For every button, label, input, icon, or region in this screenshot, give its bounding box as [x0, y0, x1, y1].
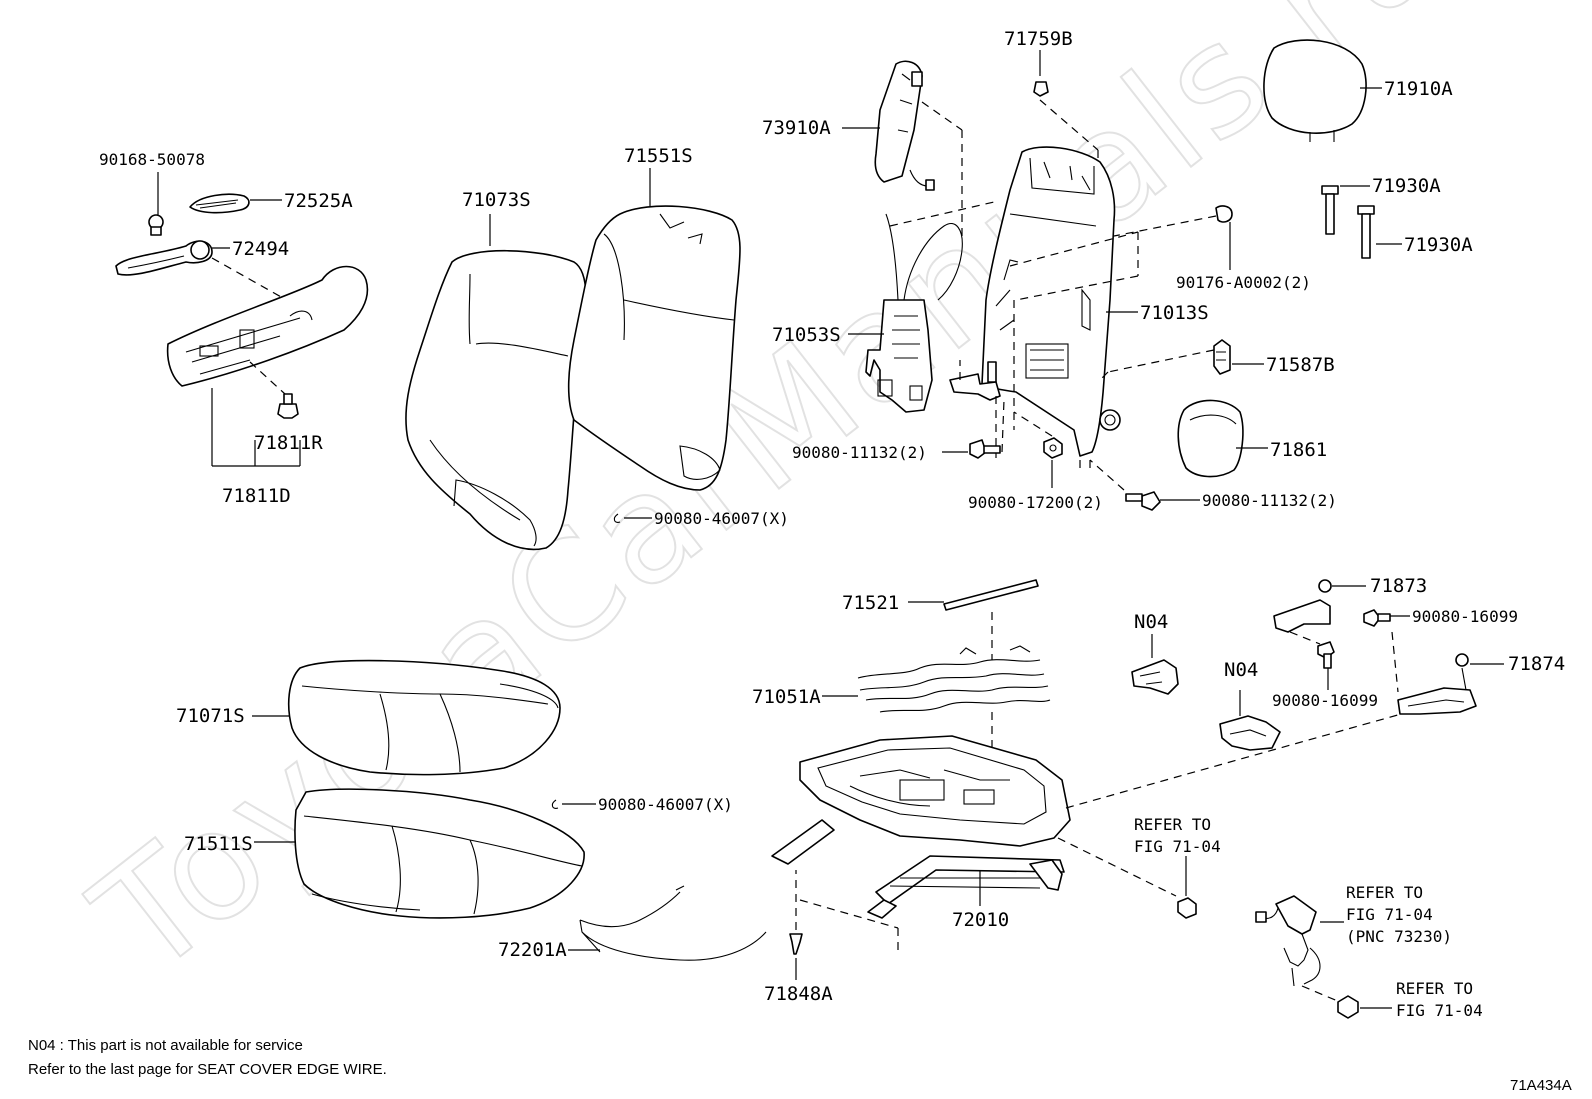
label-71759B: 71759B	[1004, 28, 1073, 50]
clip-90176-A0002	[1113, 205, 1233, 270]
part-labels: 90168-50078 72525A 72494 71811R 71811D 7…	[99, 28, 1565, 1020]
part-N04-b	[1219, 690, 1281, 751]
label-71071S: 71071S	[176, 705, 245, 727]
refer-3-line1: REFER TO	[1396, 979, 1473, 998]
bolt-90080-11132-left	[942, 399, 1005, 459]
label-71073S: 71073S	[462, 189, 531, 211]
spring-71051A	[822, 645, 1051, 790]
shield-71811D	[166, 265, 369, 467]
seatback-pad-71551S	[567, 168, 741, 491]
label-71013S: 71013S	[1140, 302, 1209, 324]
label-N04-b: N04	[1224, 659, 1258, 681]
label-90080-16099-b: 90080-16099	[1272, 691, 1378, 710]
refer-2-line1: REFER TO	[1346, 883, 1423, 902]
label-71511S: 71511S	[184, 833, 253, 855]
label-71910A: 71910A	[1384, 78, 1453, 100]
lever-72494	[115, 240, 291, 303]
seat-belt-buckle	[1255, 895, 1344, 1003]
label-N04-a: N04	[1134, 611, 1168, 633]
label-71930A-a: 71930A	[1372, 175, 1441, 197]
cover-71874	[1397, 653, 1504, 715]
label-90080-11132-right: 90080-11132(2)	[1202, 491, 1337, 510]
refer-2-line2: FIG 71-04	[1346, 905, 1433, 924]
label-73910A: 73910A	[762, 117, 831, 139]
label-71521: 71521	[842, 592, 899, 614]
edge-wire-71521	[908, 579, 1039, 660]
pad-71861	[1177, 399, 1268, 478]
part-N04-a	[1131, 634, 1179, 695]
label-71861: 71861	[1270, 439, 1327, 461]
label-71051A: 71051A	[752, 686, 821, 708]
nut-refer-1	[1177, 856, 1197, 919]
label-90080-16099-a: 90080-16099	[1412, 607, 1518, 626]
headrest-support-71930A-a	[1321, 185, 1370, 235]
refer-3-line2: FIG 71-04	[1396, 1001, 1483, 1020]
label-90080-46007-lower: 90080-46007(X)	[598, 795, 733, 814]
clip-71848A	[789, 870, 803, 980]
frame-71013S	[981, 146, 1139, 470]
headrest-71910A	[1263, 39, 1382, 142]
label-72010: 72010	[952, 909, 1009, 931]
seat-adjuster-72010	[771, 701, 1445, 952]
cover-71873	[1273, 579, 1366, 633]
label-71848A: 71848A	[764, 983, 833, 1005]
figure-code: 71A434A	[1510, 1077, 1572, 1094]
label-90080-17200: 90080-17200(2)	[968, 493, 1103, 512]
label-71811D: 71811D	[222, 485, 291, 507]
label-90168-50078: 90168-50078	[99, 150, 205, 169]
label-71551S: 71551S	[624, 145, 693, 167]
refer-1-line2: FIG 71-04	[1134, 837, 1221, 856]
label-71587B: 71587B	[1266, 354, 1335, 376]
knob-72525A	[189, 193, 282, 214]
label-90176-A0002: 90176-A0002(2)	[1176, 273, 1311, 292]
seatback-frame-group	[842, 50, 1264, 511]
airbag-73910A	[842, 60, 963, 236]
hog-ring-upper	[613, 513, 652, 523]
note-edge-wire: Refer to the last page for SEAT COVER ED…	[28, 1061, 387, 1078]
nut-90080-17200	[1013, 411, 1063, 488]
bracket-71587B	[1099, 339, 1264, 381]
cushion-pad-71511S	[254, 788, 585, 919]
label-71873: 71873	[1370, 575, 1427, 597]
bolt-90168-50078	[148, 172, 164, 236]
seatback-cover-71073S	[405, 214, 587, 551]
refer-2-line3: (PNC 73230)	[1346, 927, 1452, 946]
cushion-cover-71071S	[252, 659, 561, 776]
label-71930A-b: 71930A	[1404, 234, 1473, 256]
label-71874: 71874	[1508, 653, 1565, 675]
headrest-support-71930A-b	[1357, 205, 1402, 259]
bolt-90080-16099-a	[1363, 609, 1410, 693]
side-shield-group	[115, 172, 369, 467]
note-n04: N04 : This part is not available for ser…	[28, 1037, 303, 1054]
label-72201A: 72201A	[498, 939, 567, 961]
recliner-71053S	[848, 201, 995, 413]
label-90080-46007-upper: 90080-46007(X)	[654, 509, 789, 528]
label-90080-11132-left: 90080-11132(2)	[792, 443, 927, 462]
nut-refer-3	[1337, 995, 1392, 1019]
recliner-link	[949, 360, 1001, 458]
bolt-90080-11132-right	[1089, 459, 1200, 511]
label-71811R: 71811R	[254, 432, 323, 454]
label-72525A: 72525A	[284, 190, 353, 212]
hog-ring-lower	[551, 799, 596, 809]
bolt-90080-16099-b	[1289, 631, 1335, 690]
label-72494: 72494	[232, 238, 289, 260]
clip-71811R	[249, 361, 299, 419]
label-71053S: 71053S	[772, 324, 841, 346]
edge-wire-72201A	[568, 885, 767, 961]
refer-1-line1: REFER TO	[1134, 815, 1211, 834]
